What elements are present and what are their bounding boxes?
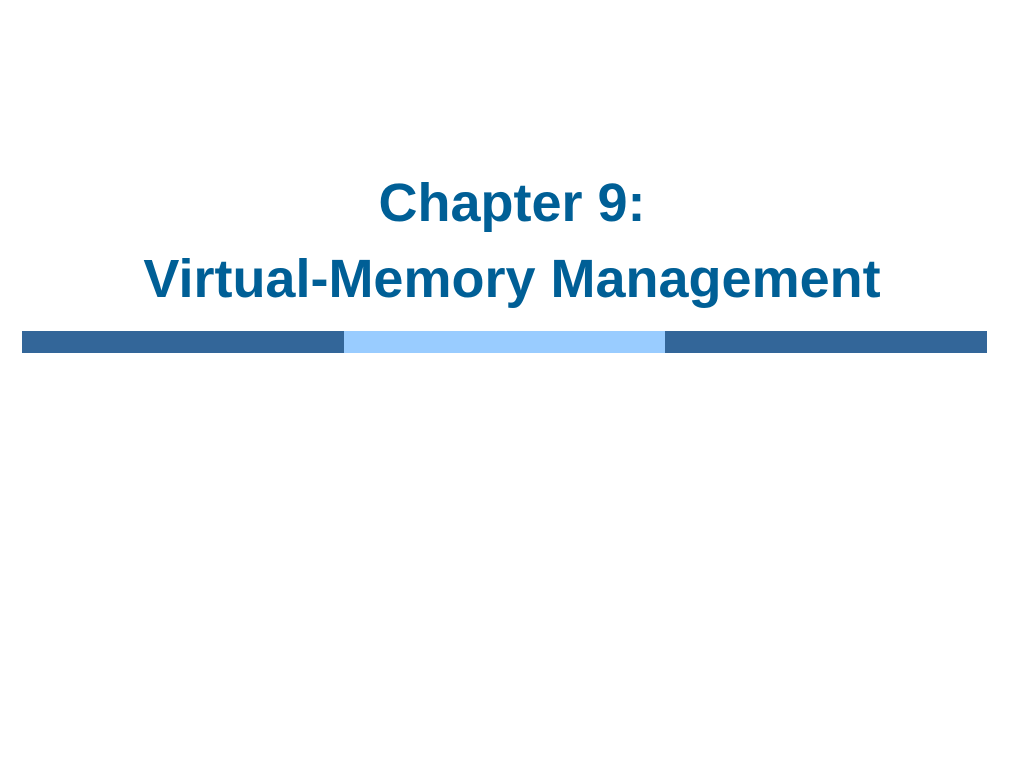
title-divider-bar — [22, 331, 987, 353]
title-line-topic: Virtual-Memory Management — [143, 249, 881, 309]
divider-segment-middle — [344, 331, 665, 353]
slide-title: Chapter 9: Virtual-Memory Management — [0, 165, 1024, 317]
divider-segment-right — [665, 331, 987, 353]
title-line-chapter: Chapter 9: — [378, 173, 646, 233]
divider-segment-left — [22, 331, 344, 353]
